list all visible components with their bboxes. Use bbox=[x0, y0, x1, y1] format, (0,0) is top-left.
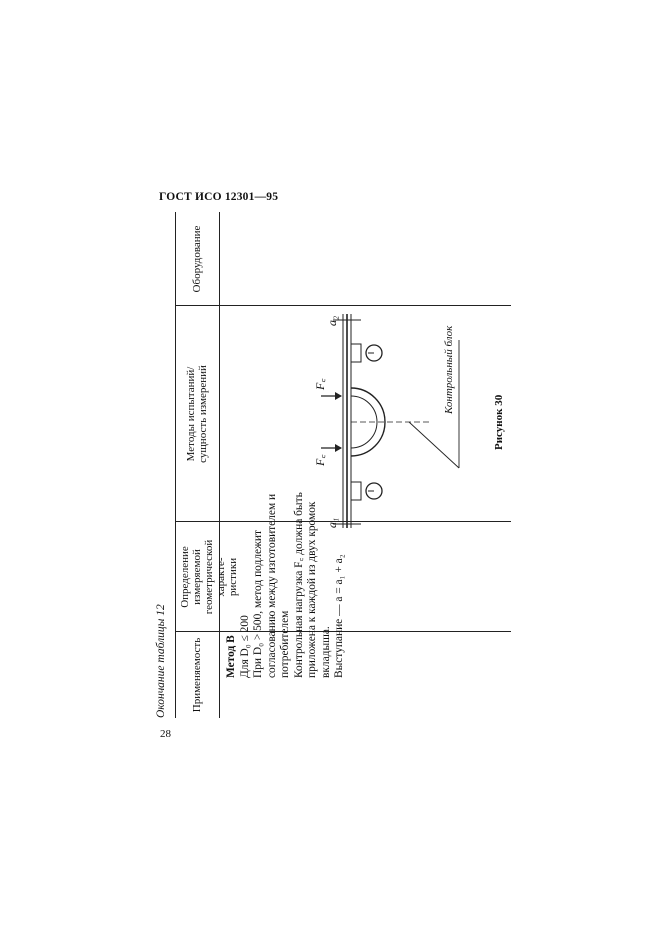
figure-force-label-right: F꜀ bbox=[313, 378, 327, 390]
dial-indicator-right-icon bbox=[350, 343, 383, 363]
figure-block-label: Контрольный блок bbox=[443, 325, 455, 414]
table-continuation-label: Окончание таблицы 12 bbox=[155, 604, 167, 718]
rotated-table: Окончание таблицы 12 Применяемость Опред… bbox=[155, 212, 515, 718]
table-top-border bbox=[175, 212, 176, 718]
figure-caption: Рисунок 30 bbox=[493, 394, 505, 450]
figure-a2-label: a₂ bbox=[325, 315, 339, 326]
column-divider-3 bbox=[175, 305, 511, 306]
method-line-2a: При D₀ > 500, метод подлежит bbox=[252, 529, 264, 678]
method-line-3b: приложена к каждой из двух кромок bbox=[306, 501, 318, 678]
method-title: Метод В bbox=[225, 635, 237, 678]
figure-force-label-left: F꜀ bbox=[313, 454, 327, 466]
method-line-2b: согласованию между изготовителем и bbox=[265, 493, 278, 678]
document-header: ГОСТ ИСО 12301—95 bbox=[159, 191, 279, 203]
column-header-equipment: Оборудование bbox=[191, 225, 203, 293]
method-line-3a: Контрольная нагрузка F꜀ должна быть bbox=[292, 492, 305, 678]
column-header-test-methods: Методы испытаний/ сущность измерений bbox=[185, 365, 209, 463]
column-header-applicability: Применяемость bbox=[191, 637, 203, 713]
dial-indicator-left-icon bbox=[350, 481, 383, 501]
table-header-divider bbox=[219, 212, 220, 718]
figure-30-drawing bbox=[321, 314, 460, 528]
figure-a1-label: a₁ bbox=[325, 517, 339, 528]
method-line-1: Для D₀ ≤ 200 bbox=[238, 615, 251, 678]
method-line-2c: потребителем bbox=[279, 610, 291, 678]
page-number: 28 bbox=[160, 728, 171, 740]
